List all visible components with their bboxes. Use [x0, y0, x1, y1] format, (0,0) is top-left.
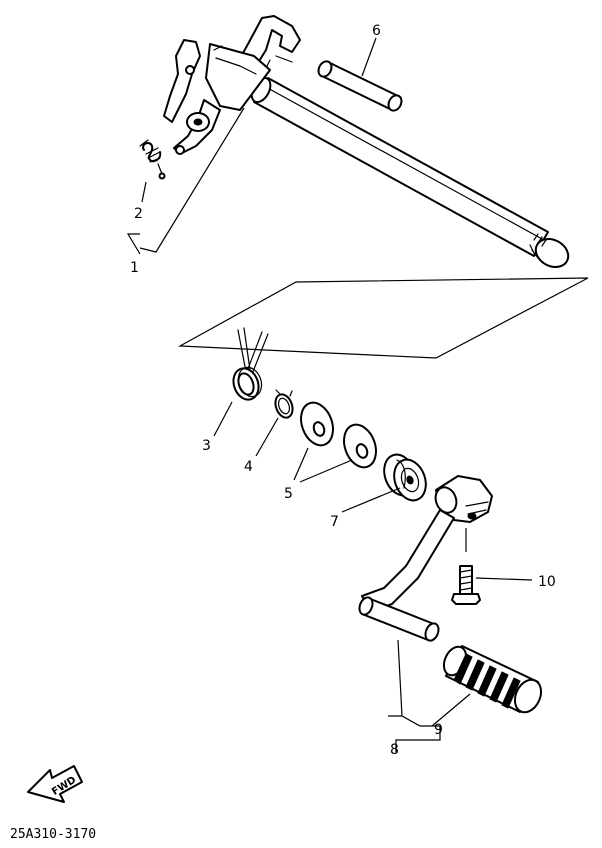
- callout-5: 5: [284, 486, 293, 502]
- leader-4: [255, 417, 279, 457]
- callout-10: 10: [538, 574, 556, 590]
- callout-6: 6: [372, 23, 381, 39]
- leader-7: [341, 487, 401, 513]
- leader-5: [293, 447, 353, 483]
- callout-8: 8: [390, 742, 399, 758]
- part-3-torsion-spring[interactable]: [229, 327, 269, 403]
- part-8-shift-pedal[interactable]: [357, 475, 493, 643]
- part-7-oil-seal[interactable]: [379, 450, 432, 505]
- leader-2: [141, 181, 147, 203]
- callout-9: 9: [434, 722, 443, 738]
- leader-1: [126, 233, 141, 255]
- part-5-washers[interactable]: [295, 398, 381, 472]
- leader-6: [361, 37, 377, 77]
- callout-1: 1: [130, 260, 139, 276]
- part-9-pedal-rubber[interactable]: [440, 643, 546, 716]
- part-4-circlip[interactable]: [272, 389, 295, 420]
- assembly-frame: [177, 277, 589, 359]
- callout-7: 7: [330, 514, 339, 530]
- fwd-arrow-icon: FWD: [27, 765, 83, 803]
- leader-10: [475, 577, 533, 581]
- part-1-shift-shaft[interactable]: [163, 15, 573, 272]
- leader-3: [213, 401, 233, 437]
- part-10-bolt[interactable]: [451, 565, 481, 605]
- part-2-spring[interactable]: [139, 139, 166, 180]
- leader-8-9: [388, 639, 471, 752]
- callout-2: 2: [134, 206, 143, 222]
- callout-4: 4: [244, 459, 253, 475]
- callout-3: 3: [202, 438, 211, 454]
- diagram-code: 25A310-3170: [10, 827, 96, 842]
- part-6-collar[interactable]: [316, 59, 404, 113]
